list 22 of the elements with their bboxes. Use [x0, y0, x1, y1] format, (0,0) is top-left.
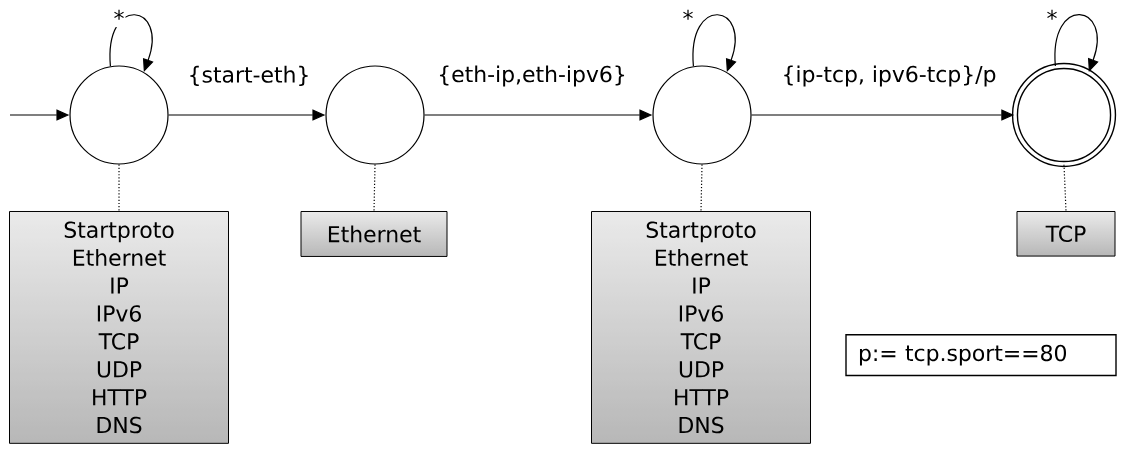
edge-label: * — [681, 8, 695, 28]
connector-line — [1063, 164, 1067, 212]
edge-label: {ip-tcp, ipv6-tcp}/p — [780, 64, 998, 88]
connector-line — [700, 164, 703, 212]
edge-label: * — [112, 8, 126, 28]
edge-label: {eth-ip,eth-ipv6} — [436, 64, 628, 88]
state-circle — [325, 65, 425, 165]
list-box: Startproto Ethernet IP IPv6 TCP UDP HTTP DNS — [591, 211, 811, 444]
list-box: Startproto Ethernet IP IPv6 TCP UDP HTTP DNS — [9, 211, 229, 444]
state-box: TCP — [1016, 211, 1116, 257]
state-circle — [652, 65, 752, 165]
edge-label: * — [1045, 8, 1059, 28]
self-loop-arrow — [1054, 13, 1099, 72]
predicate-box: p:= tcp.sport==80 — [845, 334, 1117, 377]
connector-line — [373, 164, 376, 212]
self-loop-arrow — [109, 14, 154, 72]
self-loop-arrow — [692, 14, 737, 72]
state-circle — [69, 65, 169, 165]
state-box: Ethernet — [300, 211, 448, 257]
edge-label: {start-eth} — [186, 64, 312, 88]
connector-line — [118, 164, 120, 212]
accepting-state-circle — [1011, 62, 1117, 168]
